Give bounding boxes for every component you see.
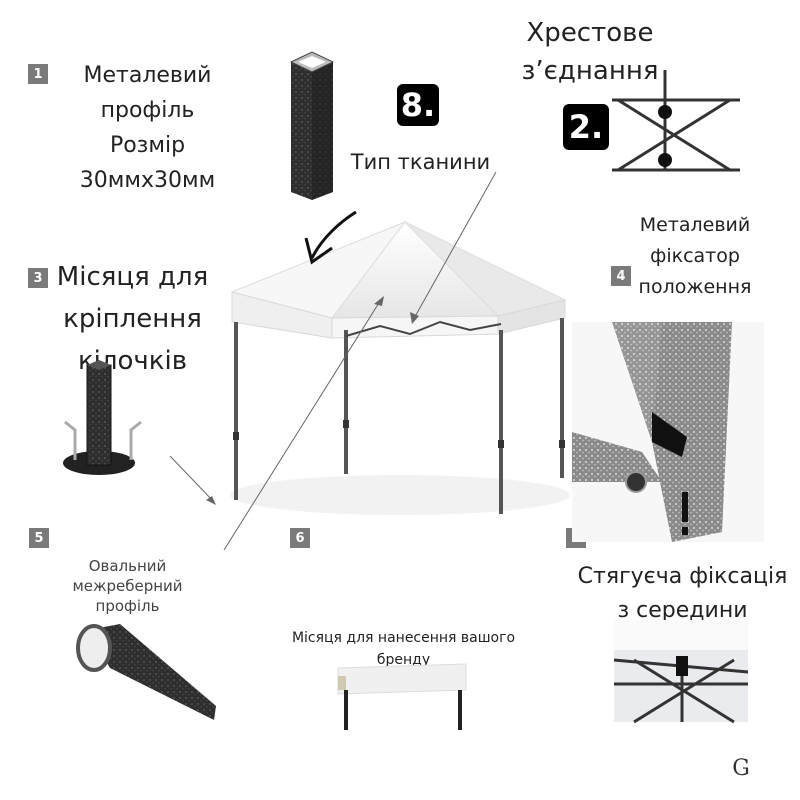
label-metal-profile: Металевий профіль Розмір 30ммх30мм [79,63,216,193]
cross-joint-image [612,70,740,172]
badge-8: 8. [397,84,439,126]
stake-base-image [63,360,142,475]
label-brand-area: Місяця для нанесення вашого бренду [291,630,516,668]
badge-4: 4 [611,266,631,286]
badge-3: 3 [28,268,48,288]
badge-6: 6 [290,528,310,548]
badge-2: 2. [563,104,609,150]
label-oval-profile: Овальний межреберний профіль [72,557,183,615]
badge-5: 5 [29,528,49,548]
watermark: G [732,756,750,781]
center-lock-image [613,620,749,724]
label-cross-joint: Хрестове з’єднання [521,18,659,86]
label-stake-mounts: Місяця для кріплення кілочків [56,262,209,376]
brand-area-image [337,663,467,730]
label-fabric-type: Тип тканини [350,150,491,174]
label-position-lock: Металевий фіксатор положення [638,214,752,298]
badge-1: 1 [28,64,48,84]
oval-profile-image [76,624,216,720]
label-center-lock: Стягуєча фіксація з середини [577,564,788,623]
position-lock-image [572,322,764,542]
